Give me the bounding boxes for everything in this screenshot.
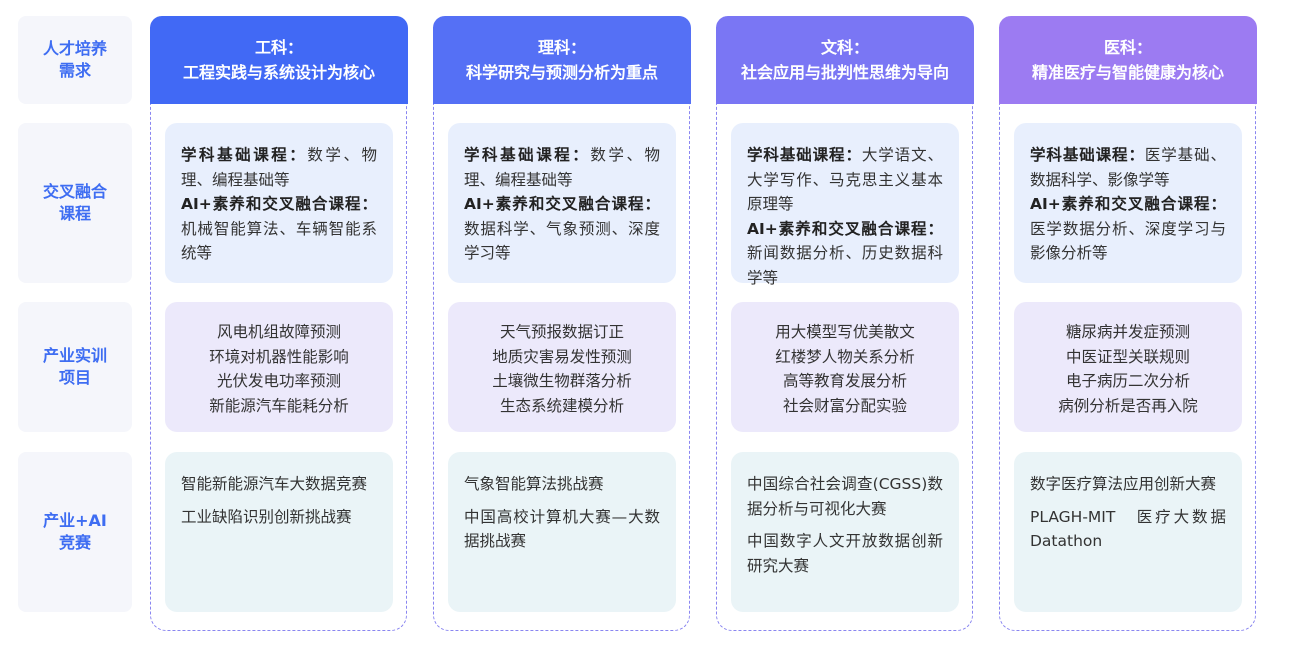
project-item: 高等教育发展分析 [782, 372, 907, 390]
project-item: 新能源汽车能耗分析 [209, 396, 349, 415]
column-title: 文科： [820, 38, 869, 57]
courses-card: 学科基础课程：数学、物理、编程基础等 AI+素养和交叉融合课程： 机械智能算法、车… [165, 123, 393, 283]
competitions-card: 智能新能源汽车大数据竞赛工业缺陷识别创新挑战赛 [165, 452, 393, 612]
basic-course-text: 大学语文、大学写作、马克思主义基本原理等 [747, 146, 943, 213]
column-title: 工科： [254, 38, 303, 57]
basic-course-label: 学科基础课程： [1030, 146, 1145, 164]
project-item: 天气预报数据订正 [499, 323, 624, 341]
column-title: 医科： [1103, 38, 1152, 57]
basic-course-text: 数学、物理、编程基础等 [464, 146, 660, 189]
row-label-competitions: 产业+AI竞赛 [18, 452, 132, 612]
column-subtitle: 工程实践与系统设计为核心 [182, 63, 375, 82]
column-medicine [999, 16, 1256, 631]
project-item: 光伏发电功率预测 [216, 372, 341, 390]
column-title: 理科： [537, 38, 586, 57]
ai-course-label: AI+素养和交叉融合课程： [747, 219, 943, 238]
project-item: 土壤微生物群落分析 [492, 372, 632, 390]
project-item: 风电机组故障预测 [216, 323, 341, 341]
competition-item: 中国高校计算机大赛—大数据挑战赛 [464, 507, 660, 551]
column-header-engineering: 工科： 工程实践与系统设计为核心 [150, 16, 408, 104]
basic-course-text: 数学、物理、编程基础等 [181, 146, 377, 189]
courses-card: 学科基础课程：医学基础、数据科学、影像学等 AI+素养和交叉融合课程： 医学数据分… [1014, 123, 1242, 283]
project-item: 中医证型关联规则 [1065, 347, 1190, 366]
ai-course-label: AI+素养和交叉融合课程： [1030, 195, 1226, 213]
basic-course-text: 医学基础、数据科学、影像学等 [1030, 146, 1226, 189]
row-label-projects: 产业实训项目 [18, 302, 132, 432]
basic-course-label: 学科基础课程： [181, 146, 308, 164]
column-engineering [150, 16, 407, 631]
column-header-science: 理科： 科学研究与预测分析为重点 [433, 16, 691, 104]
column-subtitle: 社会应用与批判性思维为导向 [740, 63, 949, 82]
basic-course-label: 学科基础课程： [464, 146, 591, 164]
competition-item: 智能新能源汽车大数据竞赛 [181, 475, 368, 493]
courses-card: 学科基础课程：大学语文、大学写作、马克思主义基本原理等 AI+素养和交叉融合课程… [731, 123, 959, 287]
row-label-talent-needs: 人才培养需求 [18, 16, 132, 104]
project-item: 糖尿病并发症预测 [1065, 323, 1190, 341]
competition-item: PLAGH-MIT 医疗大数据Datathon [1030, 507, 1226, 551]
row-label-courses: 交叉融合课程 [18, 123, 132, 283]
project-item: 用大模型写优美散文 [775, 323, 915, 341]
column-subtitle: 精准医疗与智能健康为核心 [1031, 63, 1224, 82]
project-item: 生态系统建模分析 [499, 396, 624, 415]
project-item: 环境对机器性能影响 [209, 347, 349, 366]
column-header-liberal-arts: 文科： 社会应用与批判性思维为导向 [716, 16, 974, 104]
courses-card: 学科基础课程：数学、物理、编程基础等 AI+素养和交叉融合课程： 数据科学、气象预… [448, 123, 676, 283]
competitions-card: 气象智能算法挑战赛中国高校计算机大赛—大数据挑战赛 [448, 452, 676, 612]
competition-item: 气象智能算法挑战赛 [464, 475, 604, 493]
ai-course-label: AI+素养和交叉融合课程： [181, 195, 377, 213]
project-item: 病例分析是否再入院 [1058, 396, 1198, 415]
projects-card: 风电机组故障预测环境对机器性能影响光伏发电功率预测新能源汽车能耗分析 [165, 302, 393, 432]
competitions-card: 中国综合社会调查(CGSS)数据分析与可视化大赛中国数字人文开放数据创新研究大赛 [731, 452, 959, 612]
projects-card: 糖尿病并发症预测中医证型关联规则电子病历二次分析病例分析是否再入院 [1014, 302, 1242, 432]
project-item: 社会财富分配实验 [782, 396, 907, 415]
ai-course-text: 新闻数据分析、历史数据科学等 [747, 244, 943, 287]
basic-course-label: 学科基础课程： [747, 146, 862, 164]
projects-card: 用大模型写优美散文红楼梦人物关系分析高等教育发展分析社会财富分配实验 [731, 302, 959, 432]
project-item: 地质灾害易发性预测 [492, 347, 632, 366]
ai-course-label: AI+素养和交叉融合课程： [464, 195, 660, 213]
competition-item: 工业缺陷识别创新挑战赛 [181, 507, 352, 526]
ai-course-text: 机械智能算法、车辆智能系统等 [181, 219, 377, 263]
ai-course-text: 数据科学、气象预测、深度学习等 [464, 219, 660, 263]
competitions-card: 数字医疗算法应用创新大赛 PLAGH-MIT 医疗大数据Datathon [1014, 452, 1242, 612]
competition-item: 中国数字人文开放数据创新研究大赛 [747, 532, 943, 575]
project-item: 电子病历二次分析 [1065, 372, 1190, 390]
column-header-medicine: 医科： 精准医疗与智能健康为核心 [999, 16, 1257, 104]
competition-item: 数字医疗算法应用创新大赛 [1030, 475, 1217, 493]
competition-item: 中国综合社会调查(CGSS)数据分析与可视化大赛 [747, 475, 943, 518]
project-item: 红楼梦人物关系分析 [775, 347, 915, 366]
column-subtitle: 科学研究与预测分析为重点 [465, 63, 658, 82]
ai-course-text: 医学数据分析、深度学习与影像分析等 [1030, 219, 1226, 263]
column-liberal-arts [716, 16, 973, 631]
column-science [433, 16, 690, 631]
projects-card: 天气预报数据订正地质灾害易发性预测土壤微生物群落分析生态系统建模分析 [448, 302, 676, 432]
